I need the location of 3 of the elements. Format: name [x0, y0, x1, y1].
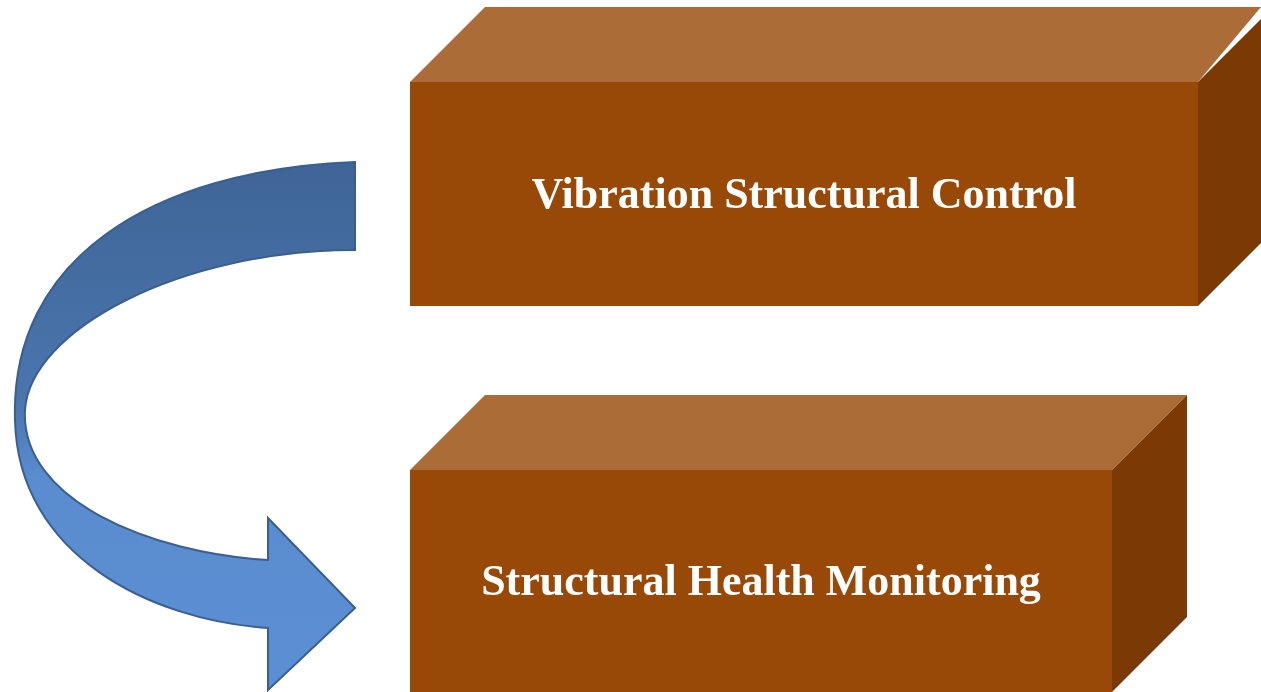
- box-label: Structural Health Monitoring: [481, 556, 1041, 606]
- curved-arrow: [14, 161, 356, 691]
- box-label: Vibration Structural Control: [531, 169, 1077, 219]
